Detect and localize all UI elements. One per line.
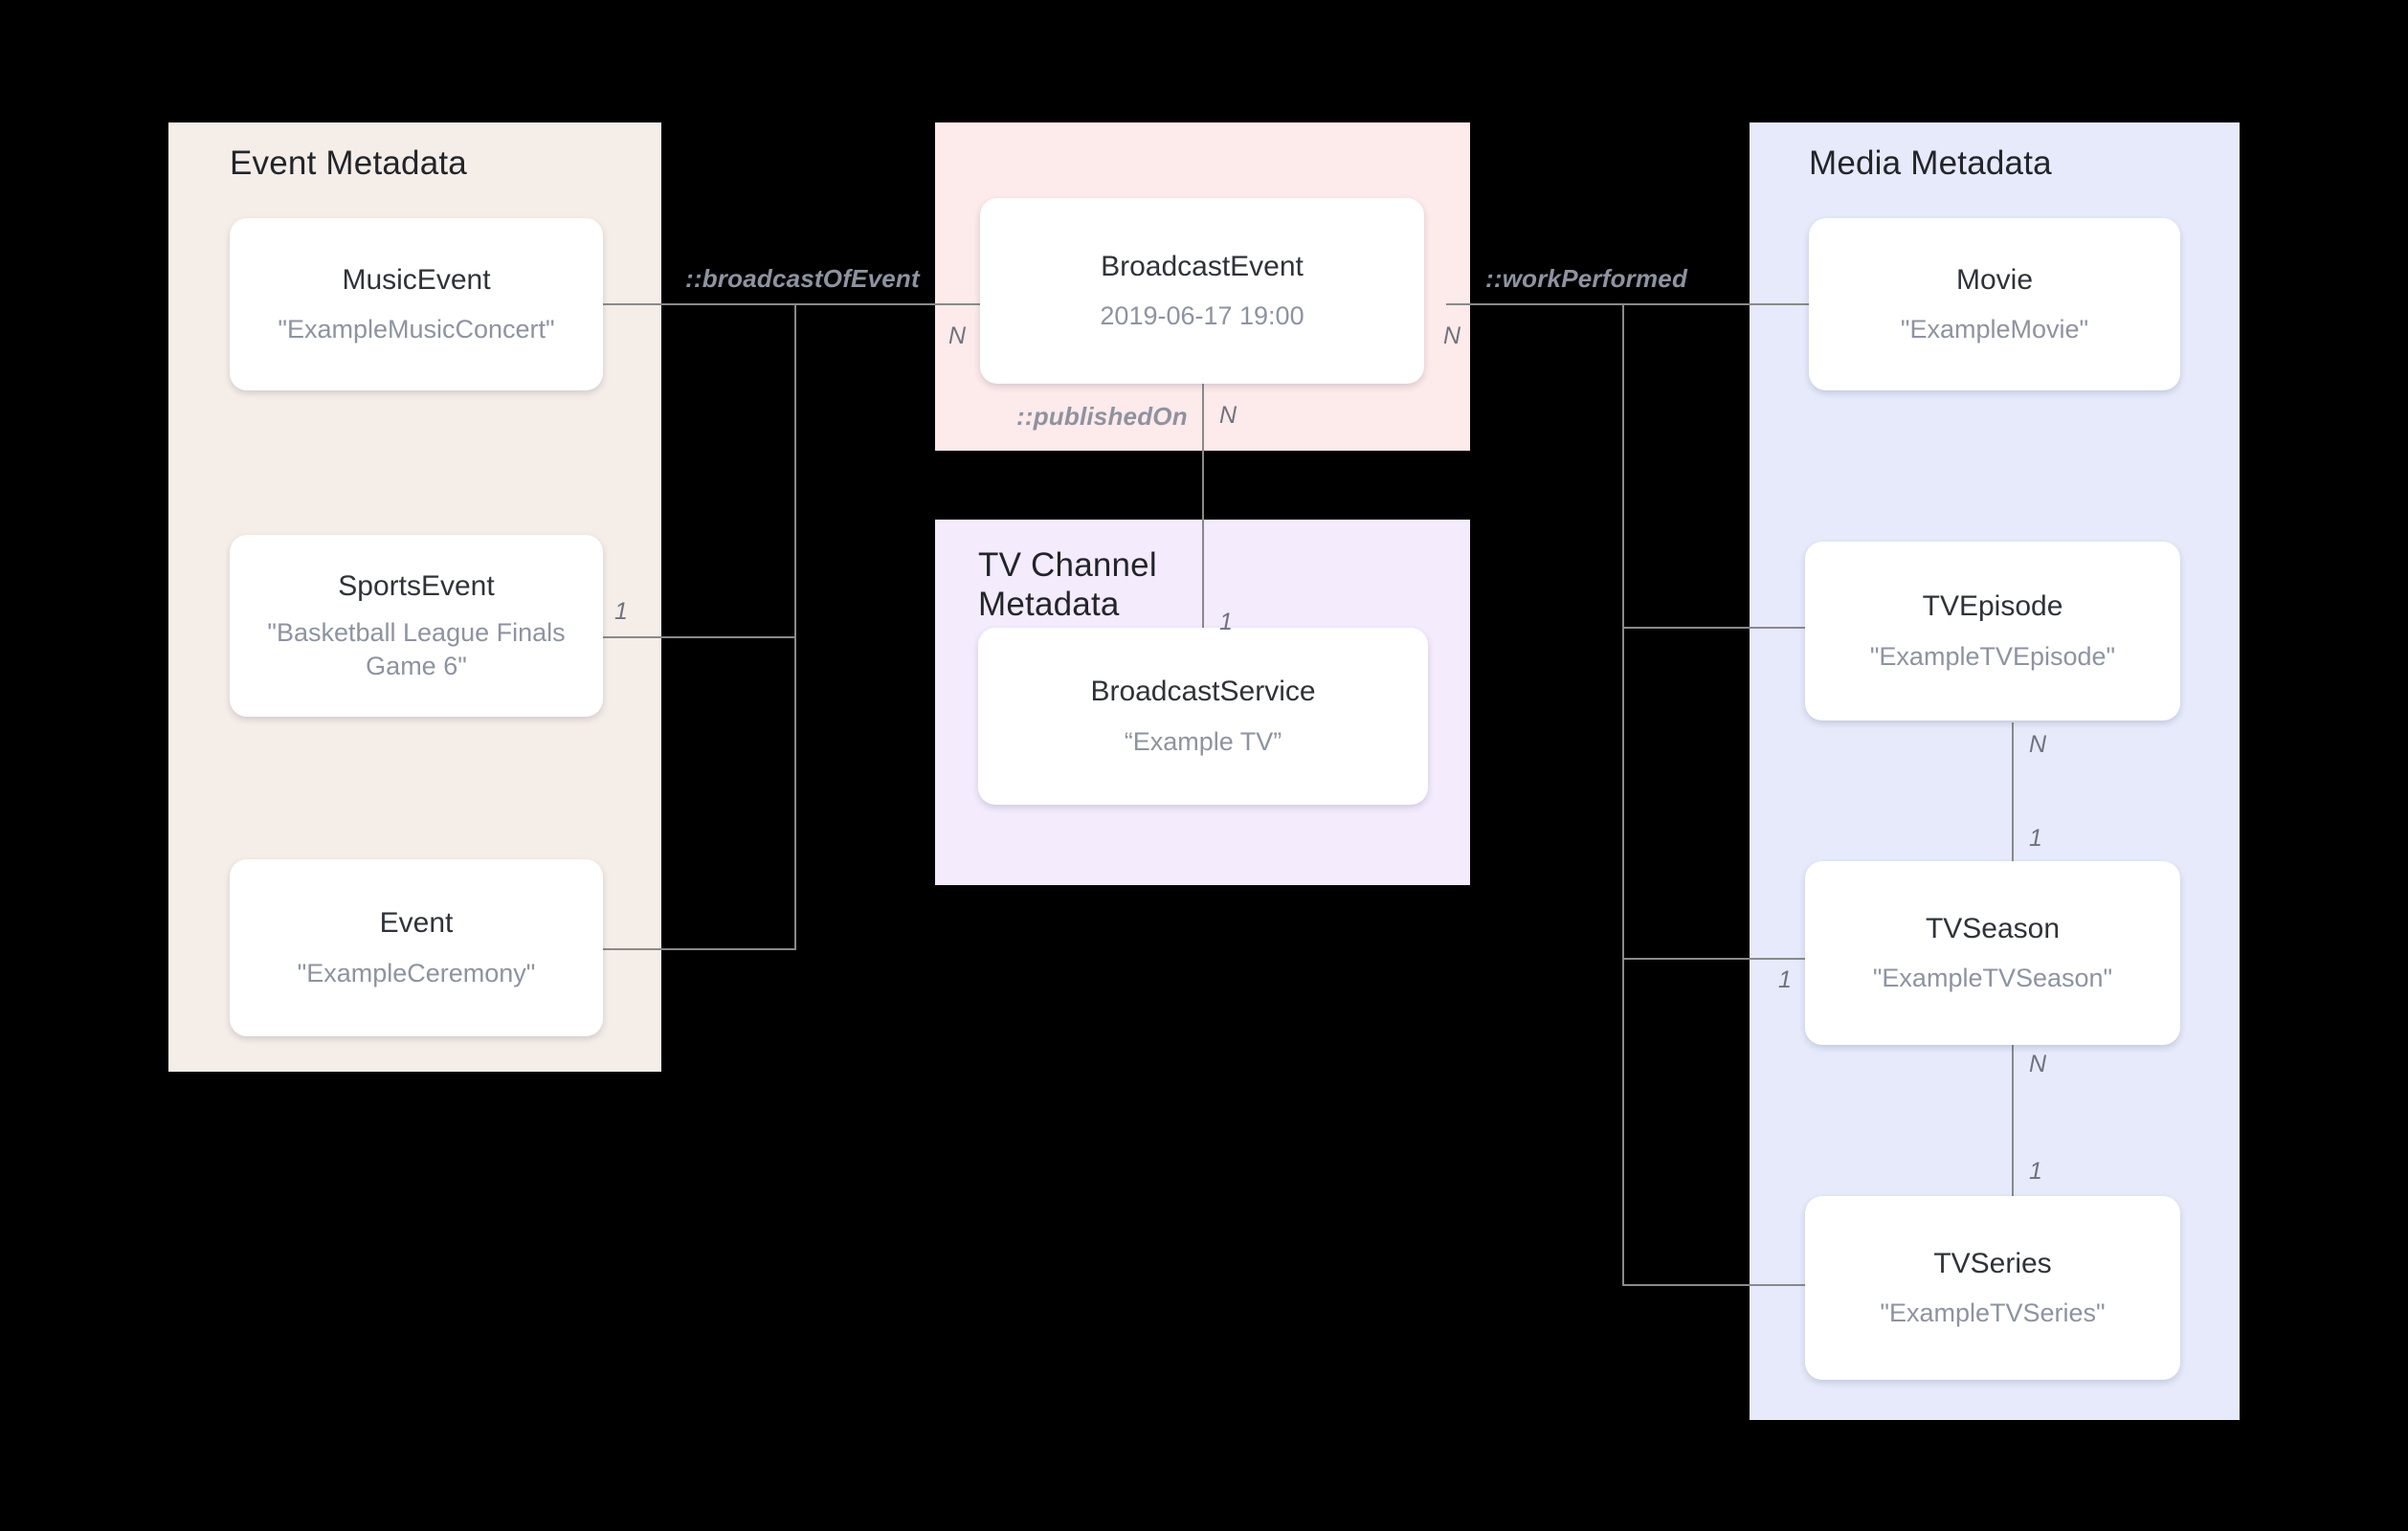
node-broadcastservice-name: BroadcastService	[1090, 676, 1316, 708]
edge-bus-to-tvseason	[1622, 958, 1809, 960]
node-musicevent[interactable]: MusicEvent "ExampleMusicConcert"	[230, 218, 603, 390]
group-title-event-metadata: Event Metadata	[230, 144, 467, 182]
node-event[interactable]: Event "ExampleCeremony"	[230, 859, 603, 1036]
multiplicity-tvseason-left: 1	[1778, 966, 1792, 993]
node-broadcastevent[interactable]: BroadcastEvent 2019-06-17 19:00	[980, 198, 1424, 384]
edge-label-broadcastofevent: ::broadcastOfEvent	[685, 264, 920, 293]
multiplicity-sportsevent-right: 1	[614, 598, 628, 625]
node-tvepisode[interactable]: TVEpisode "ExampleTVEpisode"	[1805, 542, 2180, 721]
group-title-media-metadata: Media Metadata	[1809, 144, 2052, 182]
node-movie-name: Movie	[1955, 263, 2034, 296]
node-movie-value: "ExampleMovie"	[1900, 315, 2089, 344]
node-musicevent-name: MusicEvent	[342, 263, 491, 296]
edge-right-vertical-bus	[1622, 303, 1624, 1286]
node-movie[interactable]: Movie "ExampleMovie"	[1809, 218, 2180, 390]
multiplicity-tvseason-top: 1	[2029, 825, 2042, 852]
multiplicity-broadcastservice-top: 1	[1219, 609, 1233, 635]
node-tvseason-value: "ExampleTVSeason"	[1872, 964, 2113, 993]
node-broadcastservice-value: “Example TV”	[1124, 726, 1282, 756]
edge-left-vertical-bus	[794, 303, 796, 950]
node-event-name: Event	[379, 907, 454, 940]
group-title-tv-channel-metadata: TV Channel Metadata	[978, 546, 1157, 624]
edge-bus-to-broadcastevent	[794, 303, 1010, 305]
node-event-value: "ExampleCeremony"	[297, 958, 536, 987]
edge-tvseason-to-tvseries	[2012, 1043, 2014, 1196]
edge-label-publishedon: ::publishedOn	[1016, 402, 1188, 431]
multiplicity-tvepisode-bottom: N	[2029, 731, 2047, 758]
multiplicity-broadcastevent-bottom: N	[1219, 402, 1237, 429]
node-tvepisode-name: TVEpisode	[1922, 590, 2063, 623]
node-tvseries-value: "ExampleTVSeries"	[1880, 1298, 2106, 1328]
edge-broadcastevent-to-broadcastservice	[1202, 383, 1204, 666]
node-sportsevent-value: "Basketball League Finals Game 6"	[267, 617, 566, 680]
node-broadcastevent-name: BroadcastEvent	[1101, 250, 1304, 282]
node-sportsevent[interactable]: SportsEvent "Basketball League Finals Ga…	[230, 535, 603, 717]
node-broadcastservice[interactable]: BroadcastService “Example TV”	[978, 628, 1428, 805]
node-tvseason[interactable]: TVSeason "ExampleTVSeason"	[1805, 861, 2180, 1045]
multiplicity-tvseries-top: 1	[2029, 1158, 2042, 1185]
edge-label-workperformed: ::workPerformed	[1485, 264, 1688, 293]
edge-musicevent-to-bus	[603, 303, 795, 305]
node-sportsevent-name: SportsEvent	[338, 570, 495, 603]
edge-bus-to-movie	[1622, 303, 1809, 305]
multiplicity-broadcastevent-left: N	[948, 322, 967, 349]
node-tvseries-name: TVSeries	[1933, 1247, 2052, 1279]
edge-bus-to-tvseries	[1622, 1284, 1809, 1286]
node-musicevent-value: "ExampleMusicConcert"	[278, 315, 555, 344]
node-tvseason-name: TVSeason	[1925, 912, 2061, 944]
node-tvseries[interactable]: TVSeries "ExampleTVSeries"	[1805, 1196, 2180, 1380]
multiplicity-broadcastevent-right: N	[1443, 322, 1461, 349]
edge-broadcastevent-to-right-bus	[1446, 303, 1624, 305]
edge-bus-to-tvepisode	[1622, 627, 1809, 629]
edge-sportsevent-to-bus	[603, 636, 795, 638]
node-tvepisode-value: "ExampleTVEpisode"	[1869, 641, 2116, 671]
edge-event-to-bus	[603, 948, 795, 950]
node-broadcastevent-value: 2019-06-17 19:00	[1100, 301, 1304, 331]
multiplicity-tvseason-bottom: N	[2029, 1051, 2047, 1077]
